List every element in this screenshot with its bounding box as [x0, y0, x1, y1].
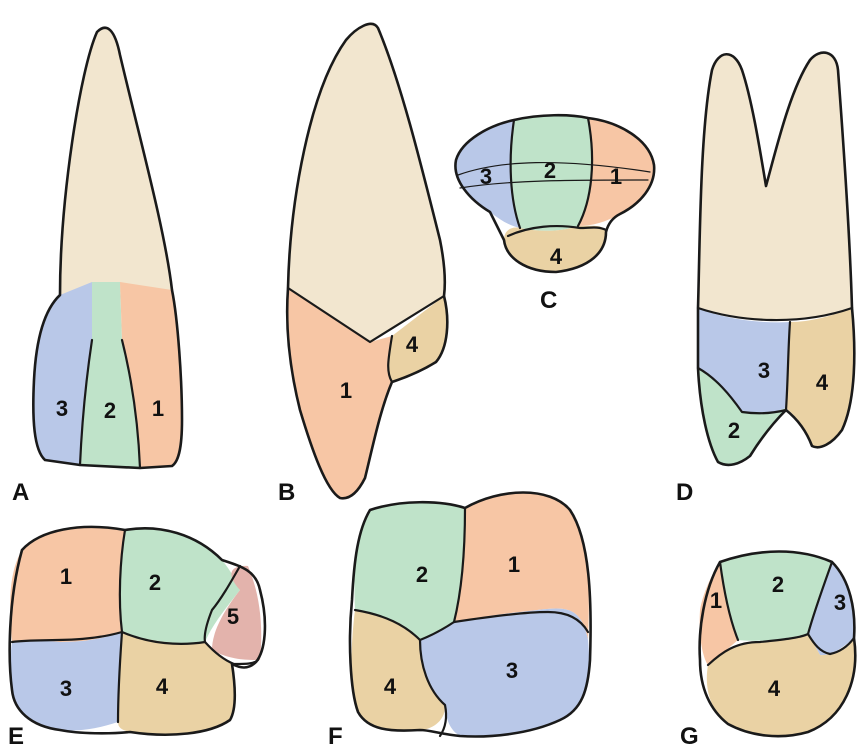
- panel-b-root: [288, 24, 445, 342]
- panel-a-letter: A: [12, 479, 29, 506]
- panel-a-incisor-facial-view: 3 2 1 A: [12, 28, 182, 506]
- panel-g-label-lobe-1: 1: [710, 588, 722, 613]
- panel-a-label-lobe-2: 2: [104, 398, 116, 423]
- panel-e-label-lobe-2: 2: [149, 570, 161, 595]
- panel-b-label-lobe-4: 4: [406, 332, 419, 357]
- panel-d-letter: D: [676, 479, 693, 506]
- panel-f-label-lobe-3: 3: [506, 658, 518, 683]
- panel-d-label-lobe-4: 4: [816, 370, 829, 395]
- panel-g-label-lobe-3: 3: [834, 590, 846, 615]
- panel-d-label-lobe-3: 3: [758, 358, 770, 383]
- panel-f-label-lobe-2: 2: [416, 562, 428, 587]
- panel-g-letter: G: [680, 723, 699, 748]
- panel-d-premolar-proximal-view: 3 4 2 D: [676, 53, 854, 506]
- panel-e-label-lobe-1: 1: [60, 564, 72, 589]
- panel-e-label-lobe-5: 5: [227, 604, 239, 629]
- panel-f-label-lobe-4: 4: [384, 674, 397, 699]
- panel-e-molar-occlusal-view: 1 2 5 3 4 E: [8, 527, 265, 748]
- panel-c-label-lobe-2: 2: [544, 158, 556, 183]
- panel-e-letter: E: [8, 723, 24, 748]
- panel-g-label-lobe-4: 4: [768, 676, 781, 701]
- panel-d-root: [698, 53, 852, 320]
- panel-e-label-lobe-3: 3: [60, 676, 72, 701]
- panel-c-label-lobe-4: 4: [550, 244, 563, 269]
- panel-c-label-lobe-3: 3: [480, 164, 492, 189]
- panel-f-letter: F: [328, 723, 343, 748]
- panel-a-root: [60, 28, 172, 295]
- panel-c-incisal-view: 3 2 1 4 C: [455, 115, 654, 314]
- panel-c-letter: C: [540, 287, 557, 314]
- panel-f-molar-occlusal-view: 2 1 4 3 F: [328, 493, 591, 748]
- panel-b-label-lobe-1: 1: [340, 378, 352, 403]
- panel-a-label-lobe-1: 1: [152, 396, 164, 421]
- panel-f-label-lobe-1: 1: [508, 552, 520, 577]
- panel-b-canine-proximal-view: 1 4 B: [278, 24, 447, 506]
- panel-b-letter: B: [278, 479, 295, 506]
- panel-a-label-lobe-3: 3: [56, 396, 68, 421]
- panel-g-label-lobe-2: 2: [772, 572, 784, 597]
- panel-c-label-lobe-1: 1: [610, 164, 622, 189]
- panel-g-premolar-occlusal-view: 1 2 3 4 G: [680, 552, 855, 748]
- panel-d-label-lobe-2: 2: [728, 418, 740, 443]
- panel-e-label-lobe-4: 4: [156, 674, 169, 699]
